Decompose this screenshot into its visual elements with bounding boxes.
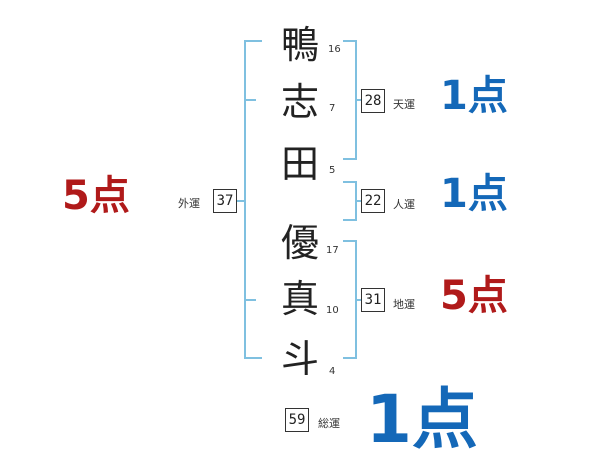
tenun-value: 28 [361, 89, 385, 113]
right-bracket-jin-top [343, 181, 357, 183]
souun-score: 1点 [366, 381, 478, 458]
chiun-value: 31 [361, 288, 385, 312]
right-bracket-jin-bottom [343, 219, 357, 221]
left-bracket-connector [237, 200, 245, 202]
left-bracket-top-tick [244, 40, 262, 42]
tenun-label: 天運 [393, 98, 415, 111]
right-bracket-ten-connector [355, 99, 361, 101]
name-char-3: 田 [280, 142, 319, 186]
left-bracket-mid-tick-1 [244, 99, 256, 101]
stroke-count-1: 16 [328, 44, 341, 55]
gaiun-value: 37 [213, 189, 237, 213]
chiun-label: 地運 [393, 298, 415, 311]
right-bracket-jin-connector [355, 200, 361, 202]
jinun-label: 人運 [393, 198, 415, 211]
right-bracket-chi-connector [355, 299, 361, 301]
right-bracket-ten-top [343, 40, 357, 42]
stroke-count-2: 7 [329, 103, 336, 114]
gaiun-label: 外運 [178, 197, 200, 210]
name-char-2: 志 [280, 80, 319, 124]
left-bracket-bottom-tick [244, 357, 262, 359]
tenun-score: 1点 [440, 73, 508, 119]
left-bracket-mid-tick-2 [244, 299, 256, 301]
name-char-6: 斗 [280, 337, 319, 381]
souun-value: 59 [285, 408, 309, 432]
souun-label: 総運 [318, 417, 340, 430]
stroke-count-6: 4 [329, 366, 336, 377]
right-bracket-chi-top [343, 240, 357, 242]
left-bracket-vertical [244, 40, 246, 359]
stroke-count-3: 5 [329, 165, 336, 176]
jinun-value: 22 [361, 189, 385, 213]
right-bracket-ten-bottom [343, 158, 357, 160]
name-char-5: 真 [280, 277, 319, 321]
jinun-score: 1点 [440, 171, 508, 217]
stroke-count-5: 10 [326, 305, 339, 316]
gaiun-score: 5点 [62, 173, 130, 219]
stroke-count-4: 17 [326, 245, 339, 256]
right-bracket-chi-bottom [343, 357, 357, 359]
chiun-score: 5点 [440, 273, 508, 319]
name-char-1: 鴨 [280, 23, 319, 67]
name-char-4: 優 [280, 221, 319, 265]
